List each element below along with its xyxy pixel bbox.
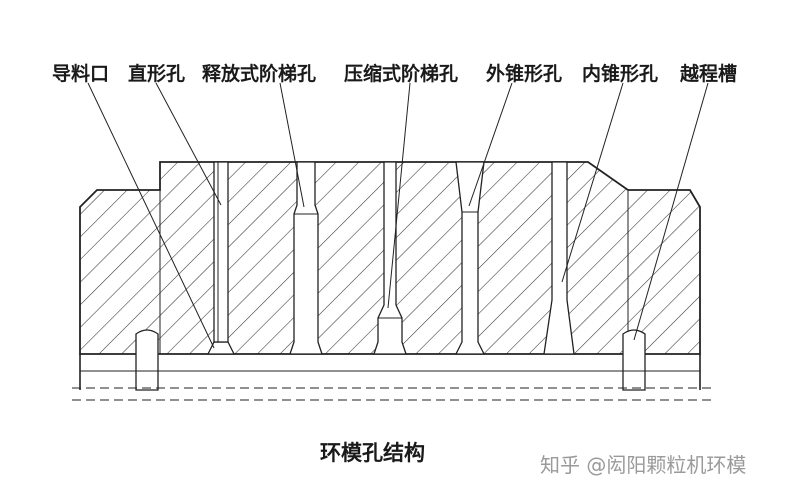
- label-inner-taper-hole: 内锥形孔: [582, 62, 658, 85]
- leader-straight-hole: [155, 82, 222, 206]
- leader-compression-stepped: [387, 82, 411, 309]
- leader-release-stepped: [279, 82, 305, 208]
- leader-lines: [87, 82, 709, 349]
- outer-taper-hole: [454, 161, 486, 355]
- label-straight-hole: 直形孔: [128, 62, 185, 85]
- leader-relief-groove: [633, 82, 709, 341]
- release-stepped-hole: [289, 161, 323, 355]
- inner-taper-hole: [543, 161, 575, 355]
- straight-hole: [213, 161, 229, 343]
- compression-stepped-hole: [373, 161, 407, 355]
- leader-inner-taper: [561, 82, 624, 283]
- watermark: 知乎 @闳阳颗粒机环模: [540, 453, 746, 477]
- label-relief-groove: 越程槽: [679, 62, 737, 85]
- relief-groove-left: [135, 329, 159, 391]
- label-outer-taper-hole: 外锥形孔: [486, 62, 562, 85]
- leader-outer-taper: [468, 82, 513, 207]
- figure-caption: 环模孔结构: [320, 441, 425, 465]
- label-compression-stepped-hole: 压缩式阶梯孔: [344, 62, 458, 85]
- leader-feed-inlet: [87, 82, 215, 349]
- label-feed-inlet: 导料口: [52, 62, 109, 85]
- label-release-stepped-hole: 释放式阶梯孔: [202, 62, 316, 85]
